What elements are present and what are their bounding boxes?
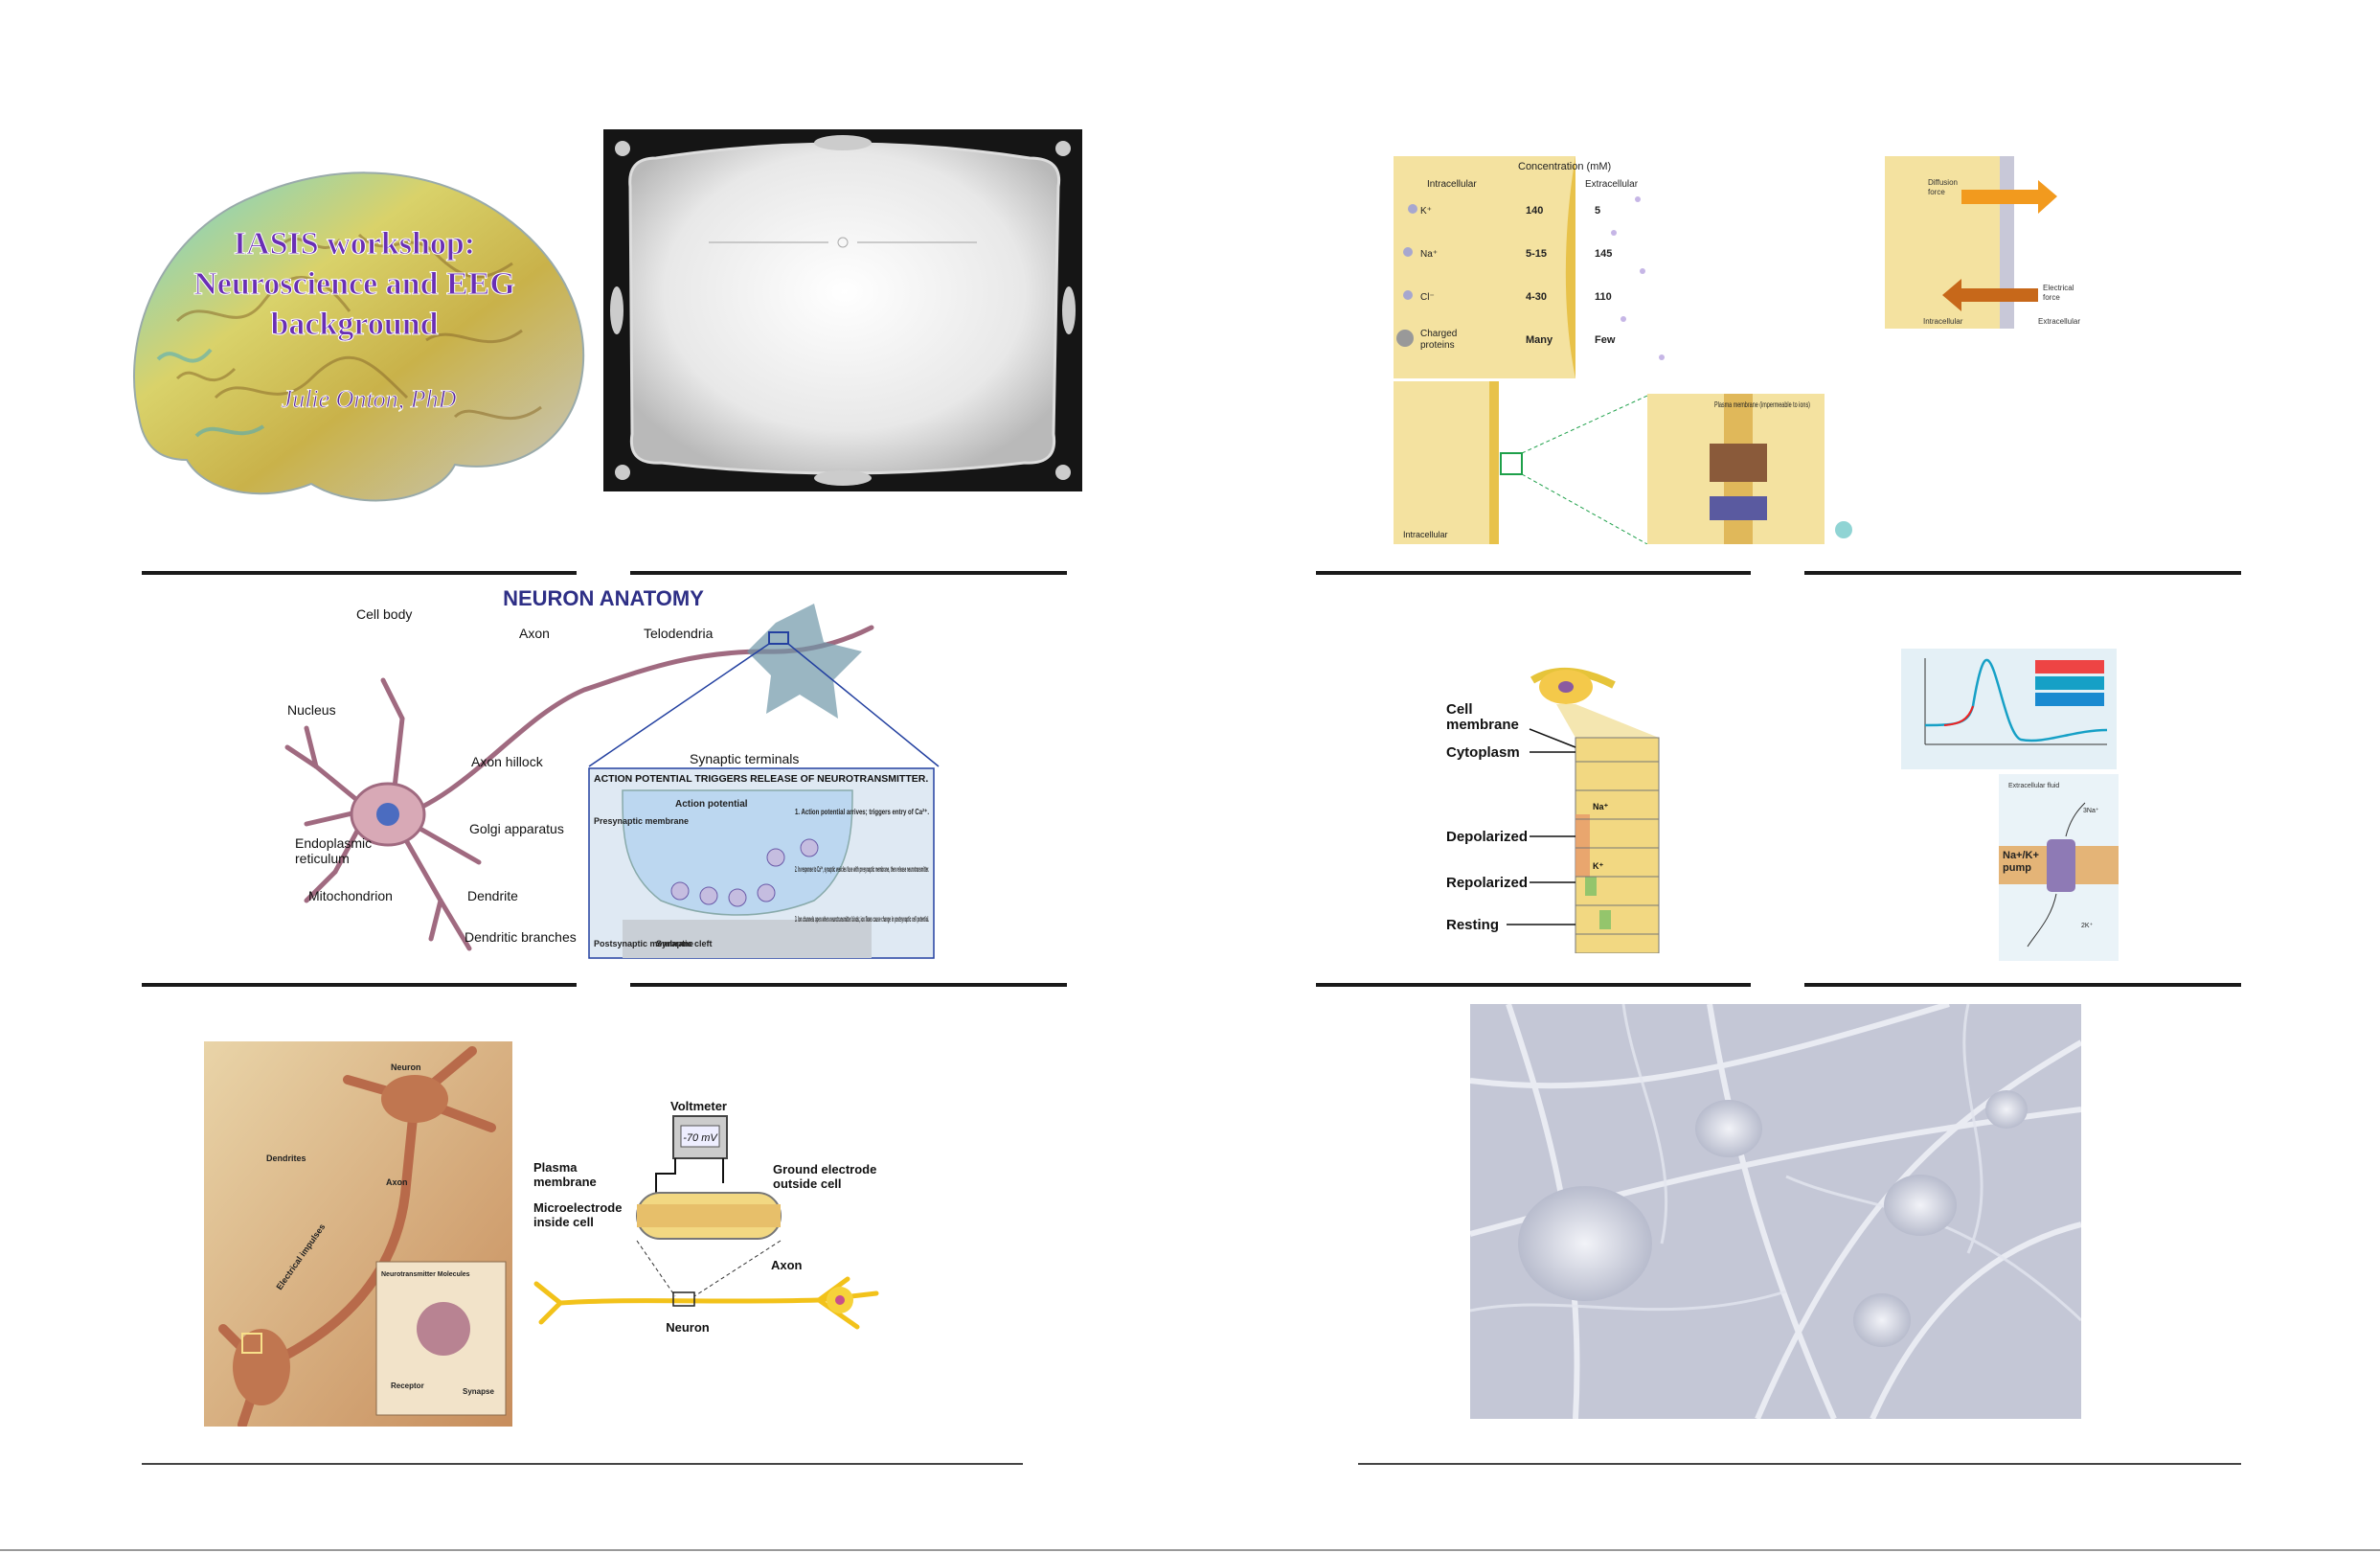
voltmeter-reading: -70 mV [683,1132,718,1144]
pump-k2: 2K⁺ [2081,923,2094,929]
brain-image: IASIS workshop: Neuroscience and EEG bac… [133,171,585,502]
conc-intra-k: 140 [1526,205,1543,217]
synapse-title: ACTION POTENTIAL TRIGGERS RELEASE OF NEU… [594,773,928,785]
title-line-3: background [270,307,438,342]
brain-title-slide: IASIS workshop: Neuroscience and EEG bac… [120,129,599,517]
pump-label: Na+/K+pump [2003,850,2039,874]
conc-extra-na: 145 [1595,248,1612,260]
label-synaptic-terminals: Synaptic terminals [690,751,799,766]
conc-intra-proteins: Many [1526,334,1553,346]
conc-extra-proteins: Few [1595,334,1616,346]
label-nucleus: Nucleus [287,702,336,718]
neuron-anatomy-slide: NEURON ANATOMY Cell body Axon Telodendri… [278,584,948,968]
conc-intra-na: 5-15 [1526,248,1547,260]
label-mito: Mitochondrion [308,888,393,903]
synapse-step-1: 1. Action potential arrives; triggers en… [795,808,929,816]
synapse-step-3: 3. Ion channels open when neurotransmitt… [795,915,929,924]
membrane-cytoplasm: Cytoplasm [1446,744,1520,761]
membrane-na: Na⁺ [1593,802,1609,811]
conc-intracellular: Intracellular [1427,179,1477,190]
label-cell-body: Cell body [356,606,412,622]
membrane-depolarized: Depolarized [1446,829,1528,845]
synapse-cleft: Synaptic cleft [656,939,713,948]
divider [1804,983,2241,987]
membrane-k: K⁺ [1593,861,1603,871]
painting-neuron: Neuron [391,1062,421,1072]
ornate-frame-slide [603,129,1082,491]
pump-na3: 3Na⁺ [2083,808,2099,814]
concentration-figure: Concentration (mM) Intracellular Extrace… [1394,156,1863,544]
page-bottom-edge [0,1549,2380,1551]
painting-axon: Axon [386,1177,408,1187]
membrane-resting: Resting [1446,917,1499,933]
neuron-painting: Neuron Dendrites Axon Electrical impulse… [204,1041,512,1427]
conc-header: Concentration (mM) [1518,161,1611,172]
painting-receptor: Receptor [391,1382,424,1390]
na-k-pump-figure: Extracellular fluid Na+/K+pump 3Na⁺ 2K⁺ [1999,774,2119,961]
painting-synapse: Synapse [463,1387,494,1396]
author: Julie Onton, PhD [282,385,457,413]
membrane-repolarized: Repolarized [1446,875,1528,891]
title-line-1: IASIS workshop: [234,226,475,262]
divider [1358,1463,2241,1465]
synapse-action-potential: Action potential [675,799,748,810]
synapse-step-2: 2. In response to Ca²⁺, synaptic vesicle… [795,865,929,874]
label-telodendria: Telodendria [644,626,714,641]
divider [1804,571,2241,575]
synapse-postsynaptic: Postsynaptic membrane [594,939,693,948]
label-axon-hillock: Axon hillock [471,754,544,769]
divider [1316,983,1751,987]
neuron-network-image [1470,1004,2081,1419]
title-line-2: Neuroscience and EEG [193,266,515,302]
conc-ion-cl: Cl⁻ [1420,292,1435,303]
divider [630,571,1067,575]
ornate-frame-image [610,135,1076,486]
label-golgi: Golgi apparatus [469,821,564,836]
conc-extracellular: Extracellular [1585,179,1639,190]
divider [142,571,577,575]
force-extracellular: Extracellular [2038,317,2080,326]
anatomy-title: NEURON ANATOMY [503,586,704,610]
painting-dendrites: Dendrites [266,1153,306,1163]
conc-extra-k: 5 [1595,205,1600,217]
label-axon: Axon [519,626,550,641]
voltmeter-label: Voltmeter [670,1099,727,1113]
label-dendritic-branches: Dendritic branches [465,929,577,945]
action-potential-graph [1901,649,2117,769]
force-intracellular: Intracellular [1923,317,1963,326]
voltmeter-axon: Axon [771,1258,803,1272]
conc-ion-k: K⁺ [1420,206,1432,217]
voltmeter-neuron: Neuron [666,1320,710,1335]
label-dendrite: Dendrite [467,888,518,903]
divider [1316,571,1751,575]
divider [142,983,577,987]
conc-intra-cl: 4-30 [1526,291,1547,303]
painting-nt-molecules: Neurotransmitter Molecules [381,1271,470,1278]
conc-inset-label: Plasma membrane (impermeable to ions) [1714,400,1810,409]
synapse-presynaptic: Presynaptic membrane [594,816,689,826]
pump-extracellular: Extracellular fluid [2008,783,2059,789]
divider [142,1463,1023,1465]
divider [630,983,1067,987]
conc-extra-cl: 110 [1595,291,1612,303]
conc-ion-na: Na⁺ [1420,249,1438,260]
conc-bottom-label: Intracellular [1403,530,1448,539]
